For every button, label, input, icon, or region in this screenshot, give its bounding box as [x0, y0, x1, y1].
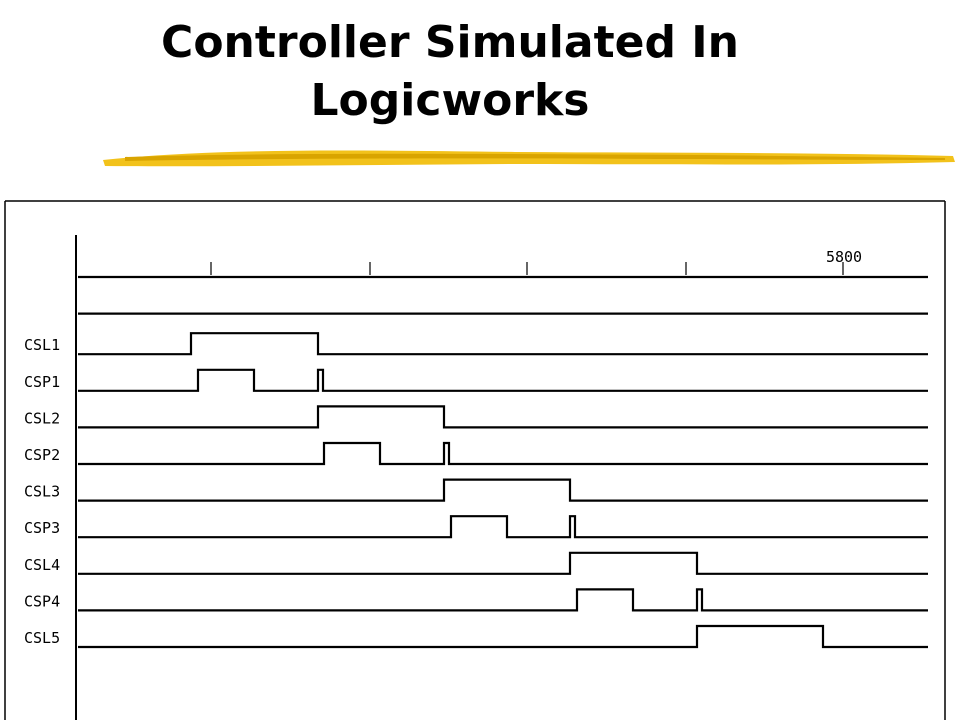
signal-trace-csl3: [78, 478, 928, 502]
signal-trace-csp4: [78, 588, 928, 612]
signal-label-csp2: CSP2: [24, 446, 60, 464]
signal-trace-csp1: [78, 368, 928, 392]
signal-trace-csl4: [78, 551, 928, 575]
highlighter-underline: [103, 150, 955, 167]
slide-title-line-2: Logicworks: [310, 75, 590, 126]
signal-trace-csl1: [78, 332, 928, 356]
signal-trace-csl2: [78, 405, 928, 429]
signal-label-csp3: CSP3: [24, 519, 60, 537]
signal-trace-csl5: [78, 624, 928, 649]
timing-diagram: 5800 CSL1CSP1CSL2CSP2CSL3CSP3CSL4CSP4CSL…: [4, 200, 946, 720]
signal-label-csl1: CSL1: [24, 336, 60, 354]
signal-label-csp4: CSP4: [24, 592, 60, 610]
signal-trace-csp2: [78, 441, 928, 466]
signal-label-csp1: CSP1: [24, 373, 60, 391]
time-ruler: 5800: [210, 248, 862, 275]
signal-trace-csp3: [78, 515, 928, 539]
signal-label-csl2: CSL2: [24, 409, 60, 427]
diagram-frame: [4, 200, 946, 720]
signal-label-csl5: CSL5: [24, 629, 60, 647]
time-marker-label: 5800: [826, 248, 862, 266]
slide-title: Controller Simulated In Logicworks: [0, 14, 900, 130]
signal-label-csl4: CSL4: [24, 556, 60, 574]
signal-label-csl3: CSL3: [24, 483, 60, 501]
slide-title-line-1: Controller Simulated In: [161, 17, 739, 68]
